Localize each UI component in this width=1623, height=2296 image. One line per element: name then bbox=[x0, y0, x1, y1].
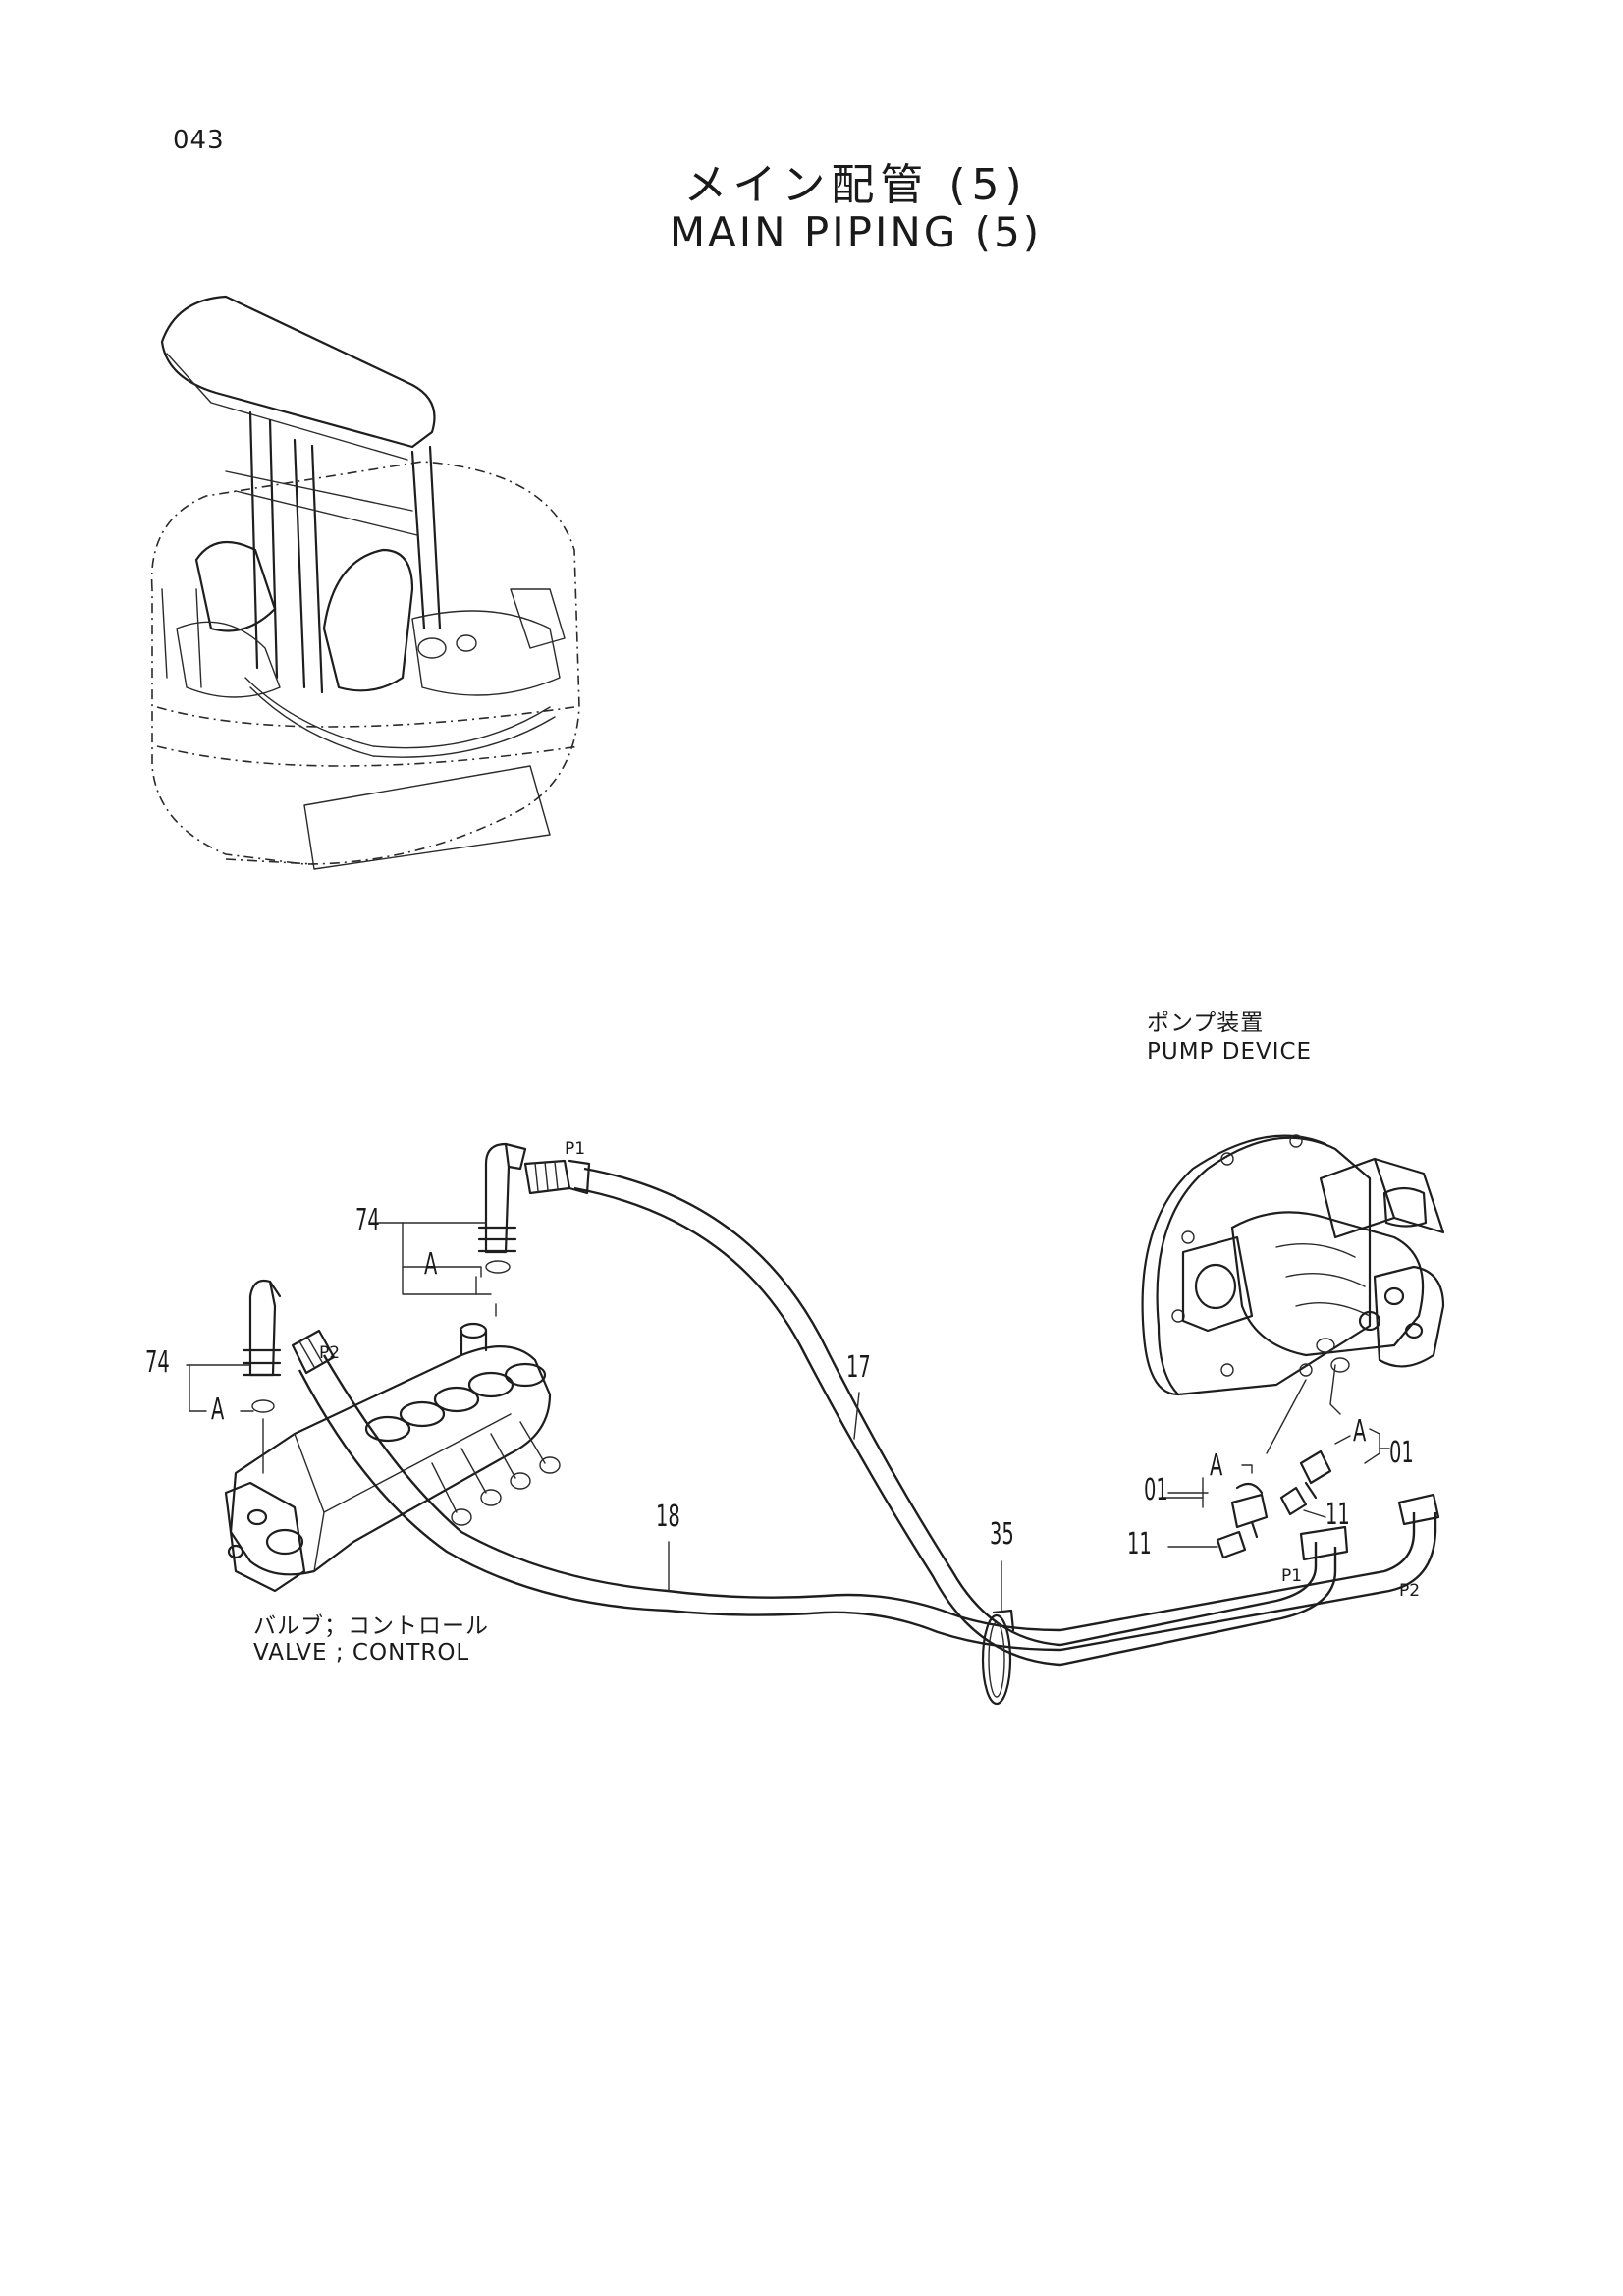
control-valve-illustration bbox=[224, 1322, 561, 1593]
callout-18: 18 bbox=[656, 1500, 680, 1534]
callout-11-right: 11 bbox=[1325, 1498, 1350, 1532]
elbow-fitting-lower bbox=[189, 1279, 282, 1474]
callout-leaders bbox=[186, 1364, 1002, 1612]
callout-11-left: 11 bbox=[1127, 1527, 1152, 1561]
hose-17 bbox=[523, 1159, 1349, 1667]
pump-fittings bbox=[1160, 1428, 1390, 1559]
pump-device-label-ja: ポンプ装置 bbox=[1147, 1011, 1265, 1036]
callout-17: 17 bbox=[846, 1350, 871, 1385]
clamp-35 bbox=[981, 1609, 1015, 1706]
callout-74-lower: 74 bbox=[145, 1345, 170, 1380]
control-valve-label-ja: バルブ；コントロール bbox=[253, 1613, 489, 1639]
port-label-p2-valve: P2 bbox=[319, 1343, 341, 1363]
callout-a-pump-left: A bbox=[1210, 1449, 1223, 1483]
page-number: 043 bbox=[173, 126, 225, 155]
pump-device-label-en: PUMP DEVICE bbox=[1147, 1039, 1313, 1065]
control-valve-label-en: VALVE ; CONTROL bbox=[253, 1640, 470, 1666]
excavator-overview-illustration bbox=[150, 295, 580, 870]
callout-a-pump-right: A bbox=[1353, 1414, 1367, 1449]
port-label-p1-top: P1 bbox=[565, 1139, 586, 1159]
pump-device-illustration bbox=[1141, 1134, 1445, 1454]
title-japanese: メイン配管 (5) bbox=[683, 160, 1028, 210]
title-english: MAIN PIPING (5) bbox=[669, 208, 1043, 256]
callout-a-lower: A bbox=[211, 1393, 225, 1427]
elbow-fitting-upper bbox=[377, 1142, 527, 1317]
port-label-p2-pump: P2 bbox=[1399, 1581, 1421, 1601]
callout-74-upper: 74 bbox=[355, 1203, 380, 1237]
callout-01-right: 01 bbox=[1389, 1436, 1414, 1470]
callout-35: 35 bbox=[990, 1517, 1014, 1552]
callout-01-left: 01 bbox=[1144, 1473, 1168, 1507]
callout-a-upper: A bbox=[424, 1247, 438, 1282]
hose-18 bbox=[291, 1329, 1440, 1652]
port-label-p1-pump: P1 bbox=[1281, 1566, 1303, 1586]
